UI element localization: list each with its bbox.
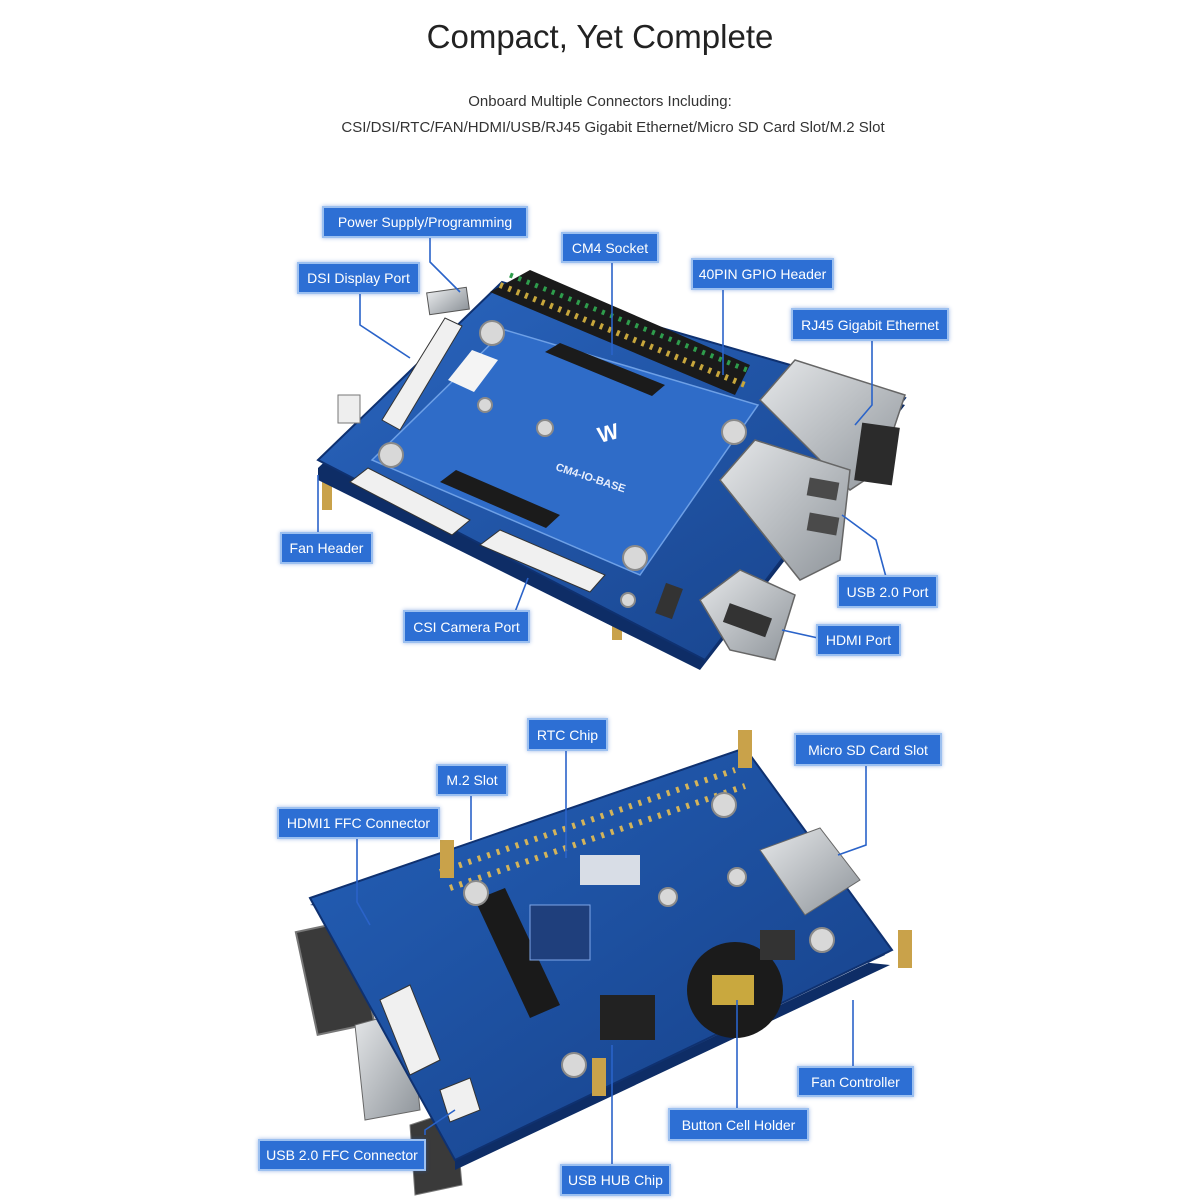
subtitle-line-1: Onboard Multiple Connectors Including:	[468, 93, 732, 110]
csi-ffc	[479, 529, 606, 593]
m2-slot-part	[475, 888, 560, 1018]
rtc-chip-part	[580, 855, 640, 885]
label-cm4-socket: CM4 Socket	[561, 232, 659, 263]
page-title: Compact, Yet Complete	[426, 18, 774, 55]
cm4-socket-1	[545, 343, 665, 396]
button-cell-holder-part	[687, 942, 783, 1038]
rj45-jack	[758, 359, 906, 491]
hdmi-port	[699, 569, 796, 661]
power-switch	[655, 582, 683, 620]
label-usb-port: USB 2.0 Port	[837, 575, 938, 608]
label-button-cell-holder: Button Cell Holder	[668, 1108, 809, 1141]
label-rj45-ethernet: RJ45 Gigabit Ethernet	[791, 308, 949, 341]
label-hdmi-port: HDMI Port	[816, 624, 901, 656]
dsi-ffc	[381, 317, 463, 431]
bottom-board	[294, 730, 912, 1196]
label-usb-ffc: USB 2.0 FFC Connector	[258, 1139, 426, 1171]
top-board: W CM4-IO-BASE	[316, 270, 907, 670]
label-microsd-slot: Micro SD Card Slot	[794, 733, 942, 766]
label-power-supply: Power Supply/Programming	[322, 206, 528, 238]
label-fan-controller: Fan Controller	[797, 1066, 914, 1097]
bottom-pcb	[308, 746, 894, 1162]
label-hdmi1-ffc: HDMI1 FFC Connector	[277, 807, 440, 839]
label-fan-header: Fan Header	[280, 532, 373, 564]
subtitle-line-2: CSI/DSI/RTC/FAN/HDMI/USB/RJ45 Gigabit Et…	[341, 119, 885, 136]
label-csi-camera-port: CSI Camera Port	[403, 610, 530, 643]
leader-lines	[317, 238, 887, 1165]
usb-hub-chip-part	[600, 995, 655, 1040]
label-dsi-display-port: DSI Display Port	[297, 262, 420, 294]
label-rtc-chip: RTC Chip	[527, 718, 608, 751]
label-gpio-header: 40PIN GPIO Header	[691, 258, 834, 290]
label-m2-slot: M.2 Slot	[436, 764, 508, 796]
usb-ports	[719, 439, 851, 581]
cm4-socket-2	[440, 470, 560, 528]
gpio-header-pins	[490, 270, 753, 395]
micro-usb	[426, 286, 470, 316]
microsd-part	[759, 827, 861, 916]
label-usb-hub-chip: USB HUB Chip	[560, 1164, 671, 1196]
fan-header-part	[337, 394, 361, 424]
